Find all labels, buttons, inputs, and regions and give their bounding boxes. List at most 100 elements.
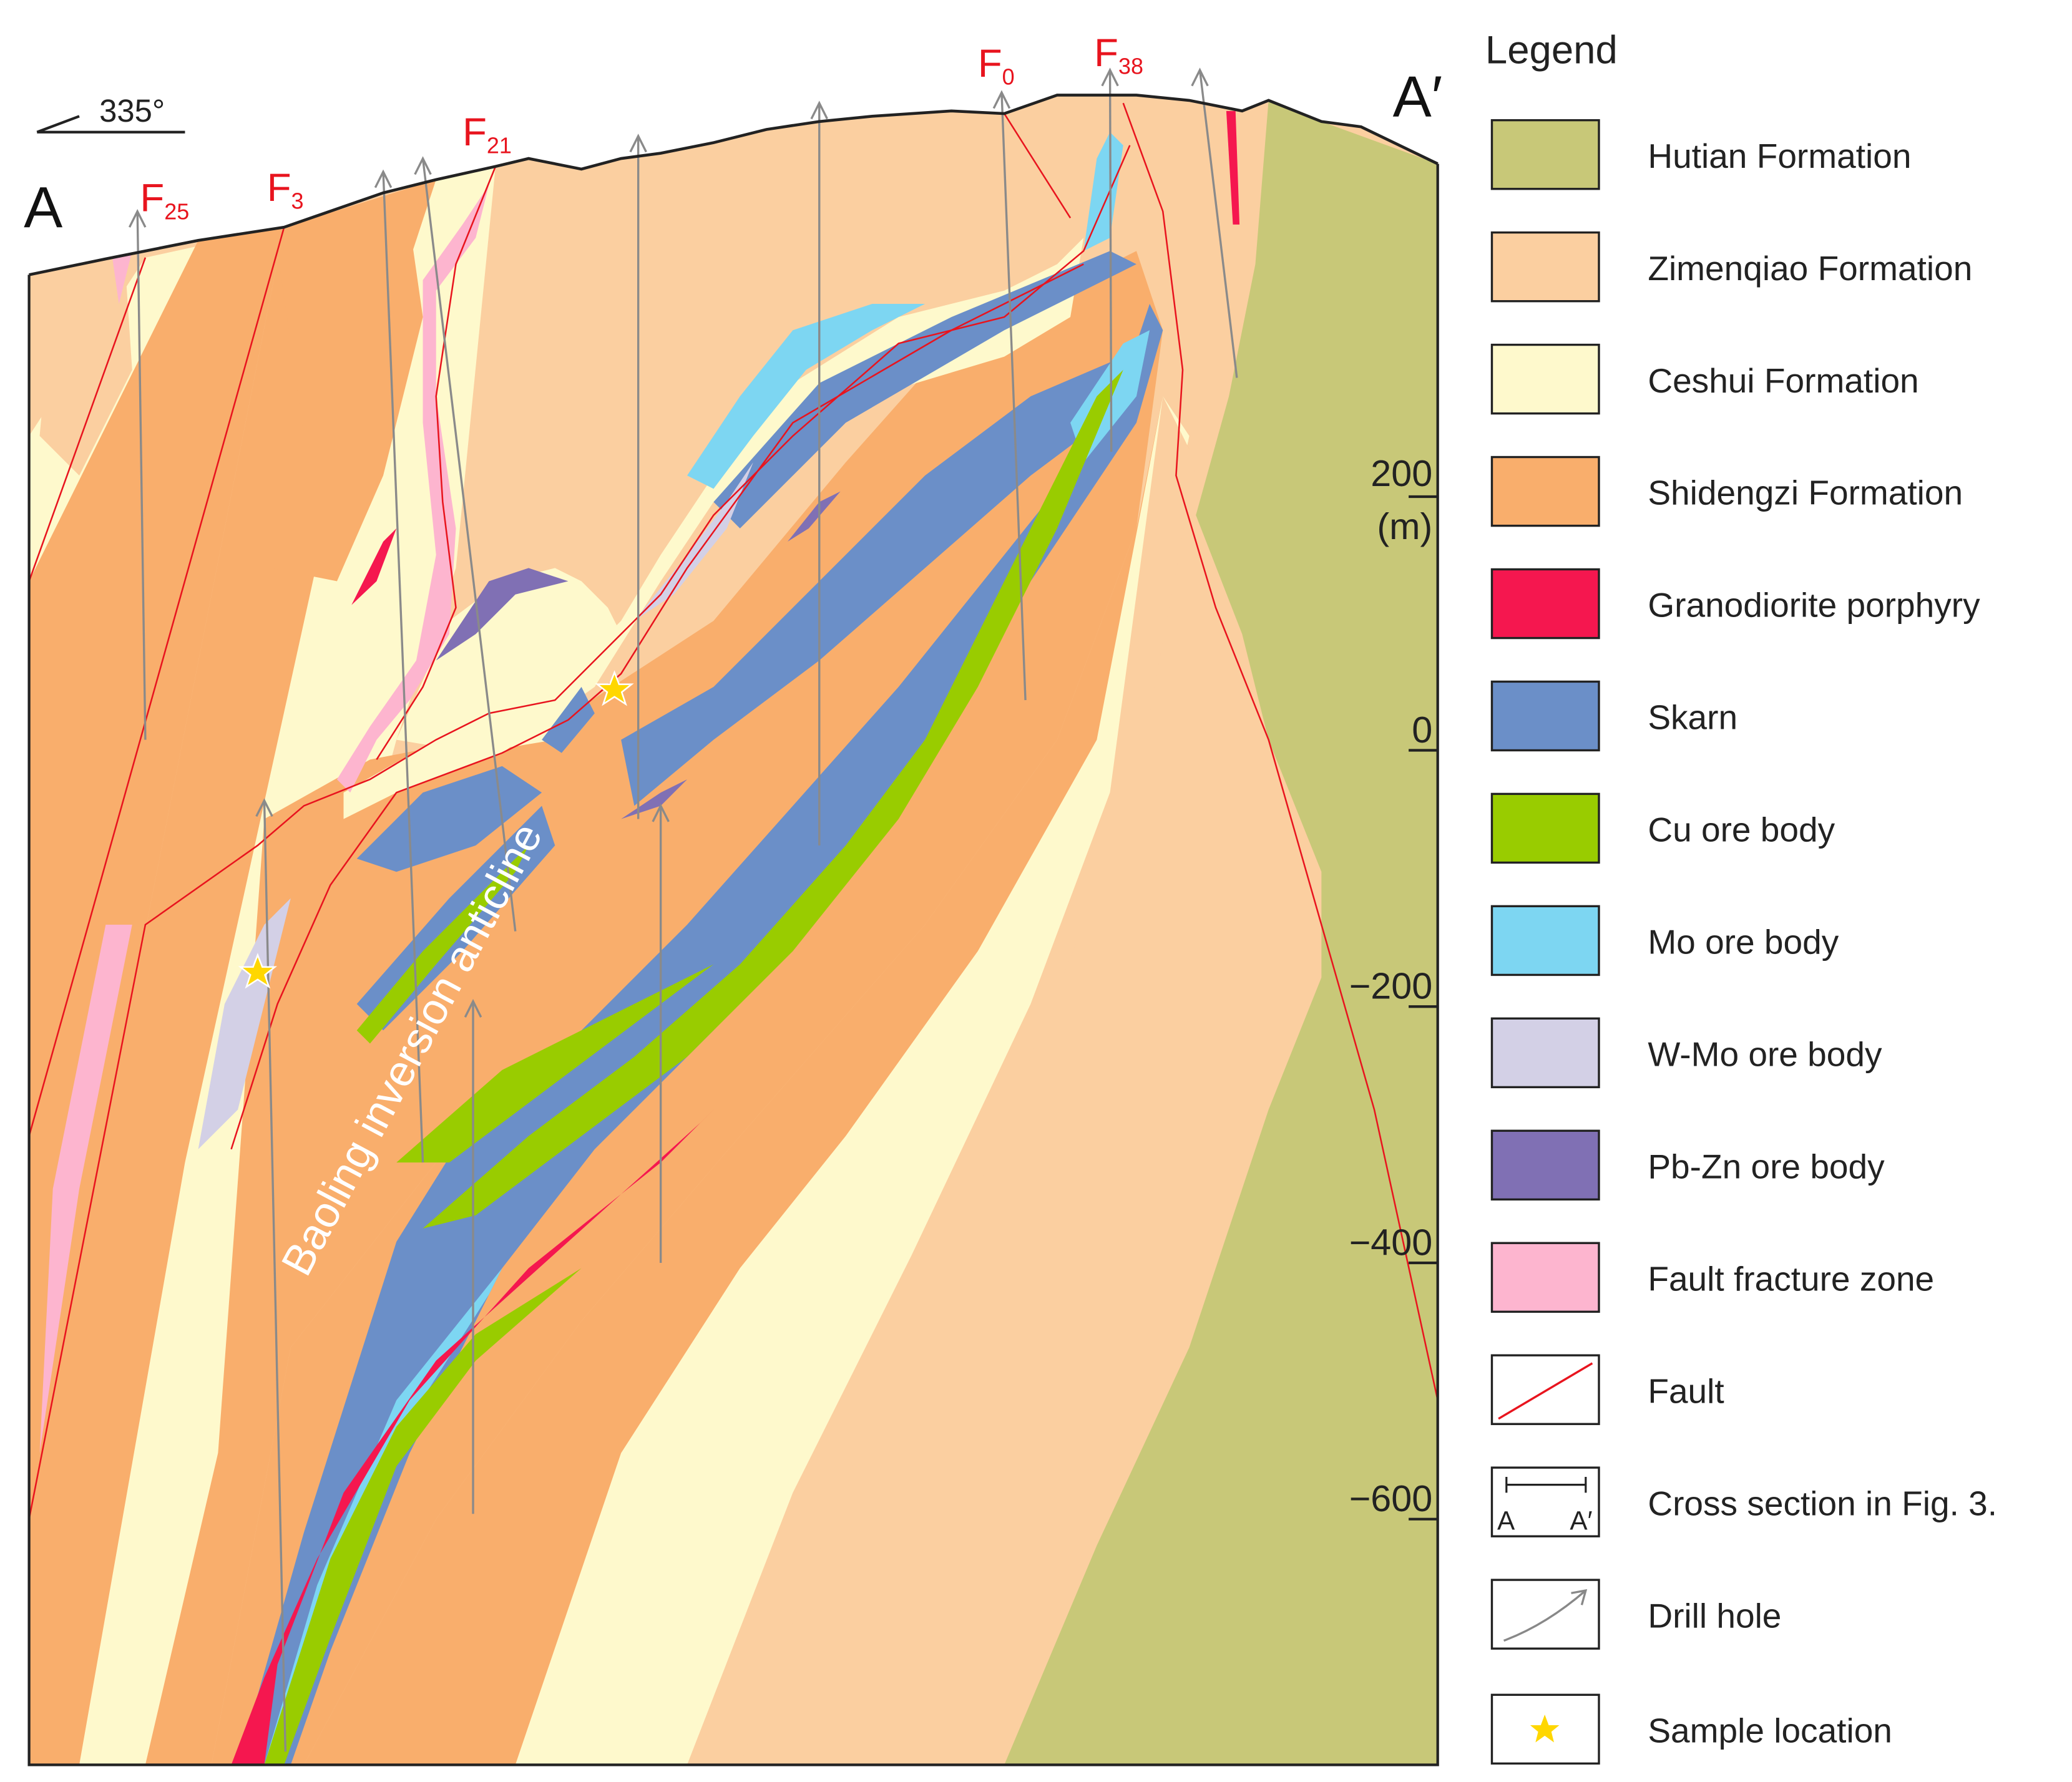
legend-item-pbzn: Pb-Zn ore body	[1490, 1129, 1885, 1201]
fault-label-f25: F25	[140, 177, 189, 225]
legend-item-granodiorite: Granodiorite porphyry	[1490, 568, 1980, 640]
drill-hole	[421, 158, 517, 932]
arrow-icon	[810, 100, 828, 120]
fault-fracture-zone-left	[39, 924, 132, 1453]
legend-swatch	[1490, 1242, 1600, 1313]
mo-top	[687, 303, 926, 489]
shidengzi-core-left	[29, 179, 436, 1765]
arrow-icon	[652, 803, 670, 822]
scale-label: −400	[1349, 1221, 1433, 1263]
cross-section-start: A	[1497, 1506, 1515, 1536]
fault-label-f21: F21	[462, 110, 512, 158]
star-icon	[1530, 1715, 1560, 1743]
scale-unit: (m)	[1377, 505, 1432, 547]
legend-item-shidengzi: Shidengzi Formation	[1490, 455, 1963, 527]
fault-fracture-zone-f21	[336, 185, 489, 793]
legend-swatch	[1490, 568, 1600, 640]
section-start-label: A	[24, 175, 62, 240]
legend-item-ceshui: Ceshui Formation	[1490, 343, 1919, 415]
legend-item-sample: Sample location	[1490, 1693, 1892, 1765]
drill-hole-arrowheads	[128, 67, 1209, 1018]
legend-label: Fault fracture zone	[1648, 1259, 1934, 1298]
zimenqiao-upper-left	[39, 271, 132, 476]
fault-lines	[28, 102, 1439, 1519]
legend-swatch	[1490, 905, 1600, 976]
skarn-top	[713, 251, 1136, 528]
legend-swatch	[1490, 343, 1600, 415]
fault-label-f38: F38	[1094, 31, 1143, 79]
scale-label: −200	[1349, 965, 1433, 1007]
legend: Legend Hutian Formation Zimenqiao Format…	[1485, 29, 1997, 1765]
legend-swatch	[1490, 1466, 1600, 1537]
cu-lower-lens	[396, 964, 714, 1163]
legend-item-zimenqiao: Zimenqiao Formation	[1490, 231, 1972, 303]
fault-line-icon	[1498, 1362, 1593, 1420]
legend-item-fault: Fault	[1490, 1354, 1724, 1425]
shidengzi-core	[145, 251, 1163, 1765]
elevation-scale: 200 (m) 0 −200 −400 −600	[1349, 452, 1438, 1521]
scale-label: −600	[1349, 1478, 1433, 1519]
legend-label: Granodiorite porphyry	[1648, 586, 1980, 625]
fault-label-f3: F3	[267, 166, 304, 214]
fault-f21	[376, 166, 497, 761]
legend-swatch	[1490, 119, 1600, 190]
arrow-icon	[1571, 1589, 1588, 1605]
legend-swatch	[1490, 231, 1600, 303]
legend-label: Cu ore body	[1648, 811, 1835, 849]
legend-label: Hutian Formation	[1648, 137, 1911, 175]
fault-f38	[1122, 102, 1439, 1401]
legend-label: W-Mo ore body	[1648, 1035, 1882, 1074]
fault-f0	[1004, 113, 1072, 219]
pbzn-lens	[787, 491, 841, 542]
section-frame	[27, 163, 1439, 1766]
sample-locations	[238, 670, 634, 989]
legend-title: Legend	[1485, 29, 1618, 72]
arrow-icon	[255, 798, 273, 817]
legend-item-cross-section: A A′ Cross section in Fig. 3.	[1490, 1466, 1997, 1537]
arrow-icon	[629, 134, 647, 153]
fault-label-f0: F0	[978, 42, 1015, 90]
arrow-icon	[414, 156, 432, 175]
fault-labels: F25 F3 F21 F0 F38	[140, 31, 1143, 225]
legend-item-drill-hole: Drill hole	[1490, 1579, 1781, 1650]
legend-swatch	[1490, 455, 1600, 527]
scale-label: 0	[1412, 709, 1432, 751]
drill-hole	[136, 211, 147, 740]
fault-f25	[28, 257, 147, 582]
drill-holes	[136, 70, 1238, 1752]
ceshui-right	[515, 396, 1190, 1765]
orientation-arrow-icon	[36, 115, 185, 134]
fault-inner	[230, 263, 1084, 1150]
cross-section-end: A′	[1570, 1506, 1592, 1536]
drill-hole	[263, 800, 287, 1752]
legend-swatch	[1490, 1017, 1600, 1089]
topographic-surface	[29, 94, 1439, 276]
arrow-icon	[992, 90, 1011, 109]
skarn-upper	[621, 356, 1136, 806]
cu-left	[356, 845, 529, 1044]
legend-item-mo: Mo ore body	[1490, 905, 1839, 976]
legend-item-hutian: Hutian Formation	[1490, 119, 1911, 190]
legend-item-fracture-zone: Fault fracture zone	[1490, 1242, 1934, 1313]
legend-swatch	[1490, 792, 1600, 864]
porphyry-small	[351, 528, 397, 605]
ceshui-dome	[396, 568, 622, 753]
section-end-label: A′	[1393, 64, 1443, 129]
legend-item-cu: Cu ore body	[1490, 792, 1835, 864]
cu-deep	[264, 1268, 582, 1765]
legend-label: Sample location	[1648, 1711, 1892, 1750]
legend-swatch	[1490, 680, 1600, 752]
legend-swatch	[1490, 1129, 1600, 1201]
drill-hole	[382, 172, 424, 1163]
legend-label: Skarn	[1648, 698, 1737, 737]
fault-f3	[28, 226, 285, 1137]
legend-label: Drill hole	[1648, 1596, 1781, 1635]
geology-fills	[29, 95, 1438, 1765]
hutian-formation	[1004, 100, 1438, 1765]
star-icon	[238, 953, 278, 989]
drill-hole-icon	[1503, 1589, 1586, 1642]
arrow-icon	[1101, 67, 1119, 87]
shidengzi-upper	[271, 224, 423, 582]
arrow-icon	[374, 169, 393, 188]
